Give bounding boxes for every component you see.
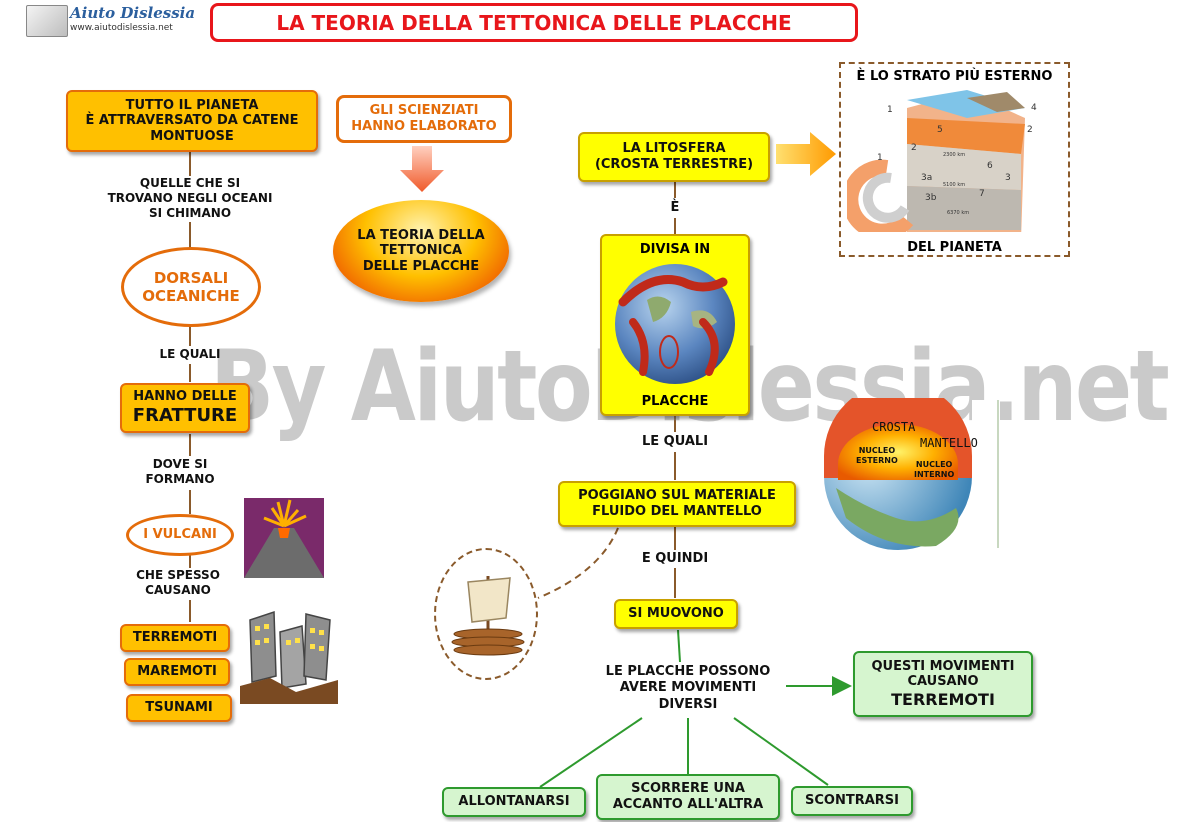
- node-si-muovono: SI MUOVONO: [614, 599, 738, 629]
- plates-globe-image: [615, 264, 735, 384]
- label-mantello: MANTELLO: [920, 436, 978, 450]
- strato-top-label: È LO STRATO PIÙ ESTERNO: [856, 69, 1053, 84]
- link-si-chiamano: QUELLE CHE SI TROVANO NEGLI OCEANI SI CH…: [107, 176, 273, 220]
- node-divisa-placche: DIVISA IN PLACCHE: [600, 234, 750, 416]
- node-poggiano: POGGIANO SUL MATERIALE FLUIDO DEL MANTEL…: [558, 481, 796, 527]
- page-title: LA TEORIA DELLA TETTONICA DELLE PLACCHE: [210, 3, 858, 42]
- link-e: È: [670, 200, 680, 215]
- link-dove-si-formano: DOVE SI FORMANO: [145, 457, 215, 486]
- layer-number-2: 2: [1027, 125, 1033, 135]
- depth-2300: 2300 km: [943, 152, 965, 158]
- layer-number-3a: 3a: [921, 173, 932, 183]
- logo-name: Aiuto Dislessia: [70, 4, 196, 22]
- node-movimenti-diversi: LE PLACCHE POSSONO AVERE MOVIMENTI DIVER…: [605, 664, 771, 712]
- layer-number-4: 4: [1031, 103, 1037, 113]
- node-strato-esterno: È LO STRATO PIÙ ESTERNO 1 4 2 5 2 1 6 3a…: [839, 62, 1070, 257]
- label-nucleo-interno: NUCLEO INTERNO: [914, 460, 955, 480]
- link-le-quali-right: LE QUALI: [641, 434, 709, 449]
- depth-6370: 6370 km: [947, 210, 969, 216]
- node-allontanarsi: ALLONTANARSI: [442, 787, 586, 817]
- node-scienziati: GLI SCIENZIATI HANNO ELABORATO: [336, 95, 512, 143]
- node-maremoti: MAREMOTI: [124, 658, 230, 686]
- node-movimenti-causano: QUESTI MOVIMENTI CAUSANO TERREMOTI: [853, 651, 1033, 717]
- node-catene-montuose: TUTTO IL PIANETA È ATTRAVERSATO DA CATEN…: [66, 90, 318, 152]
- label-nucleo-esterno: NUCLEO ESTERNO: [856, 446, 898, 466]
- link-le-quali: LE QUALI: [159, 347, 221, 361]
- node-scorrere: SCORRERE UNA ACCANTO ALL'ALTRA: [596, 774, 780, 820]
- node-dorsali-oceaniche: DORSALI OCEANICHE: [121, 247, 261, 327]
- strato-bottom-label: DEL PIANETA: [907, 240, 1002, 255]
- layer-number-3: 3: [1005, 173, 1011, 183]
- node-fratture: HANNO DELLE FRATTURE: [120, 383, 250, 433]
- node-tsunami: TSUNAMI: [126, 694, 232, 722]
- divisa-label: DIVISA IN: [639, 242, 711, 257]
- right-arrow-icon: [776, 132, 836, 176]
- layer-number-3b: 3b: [925, 193, 937, 203]
- depth-5100: 5100 km: [943, 182, 965, 188]
- node-litosfera: LA LITOSFERA (CROSTA TERRESTRE): [578, 132, 770, 182]
- node-vulcani: I VULCANI: [126, 514, 234, 556]
- logo-url: www.aiutodislessia.net: [70, 23, 173, 33]
- volcano-image: [244, 498, 324, 578]
- node-terremoti: TERREMOTI: [120, 624, 230, 652]
- layer-number-6: 6: [987, 161, 993, 171]
- earth-layers-image: 1 4 2 5 2 1 6 3a 3 3b 7 2300 km 5100 km …: [847, 90, 1037, 232]
- raft-image: [434, 548, 538, 680]
- link-che-spesso-causano: CHE SPESSO CAUSANO: [136, 568, 220, 597]
- layer-number-5: 5: [937, 125, 943, 135]
- earthquake-image: [240, 610, 338, 704]
- placche-label: PLACCHE: [641, 394, 709, 409]
- layer-number-1: 1: [887, 105, 893, 115]
- down-arrow-icon: [400, 146, 444, 192]
- label-crosta: CROSTA: [872, 420, 916, 434]
- link-e-quindi: E QUINDI: [641, 551, 709, 566]
- logo[interactable]: Aiuto Dislessia www.aiutodislessia.net: [26, 3, 195, 37]
- node-scontrarsi: SCONTRARSI: [791, 786, 913, 816]
- earth-interior-image: CROSTA MANTELLO NUCLEO ESTERNO NUCLEO IN…: [816, 398, 1000, 550]
- book-icon: [26, 5, 68, 37]
- layer-number-2b: 2: [911, 143, 917, 153]
- node-teoria-tettonica: LA TEORIA DELLA TETTONICA DELLE PLACCHE: [333, 200, 509, 302]
- layer-number-1b: 1: [877, 153, 883, 163]
- layer-number-7: 7: [979, 189, 985, 199]
